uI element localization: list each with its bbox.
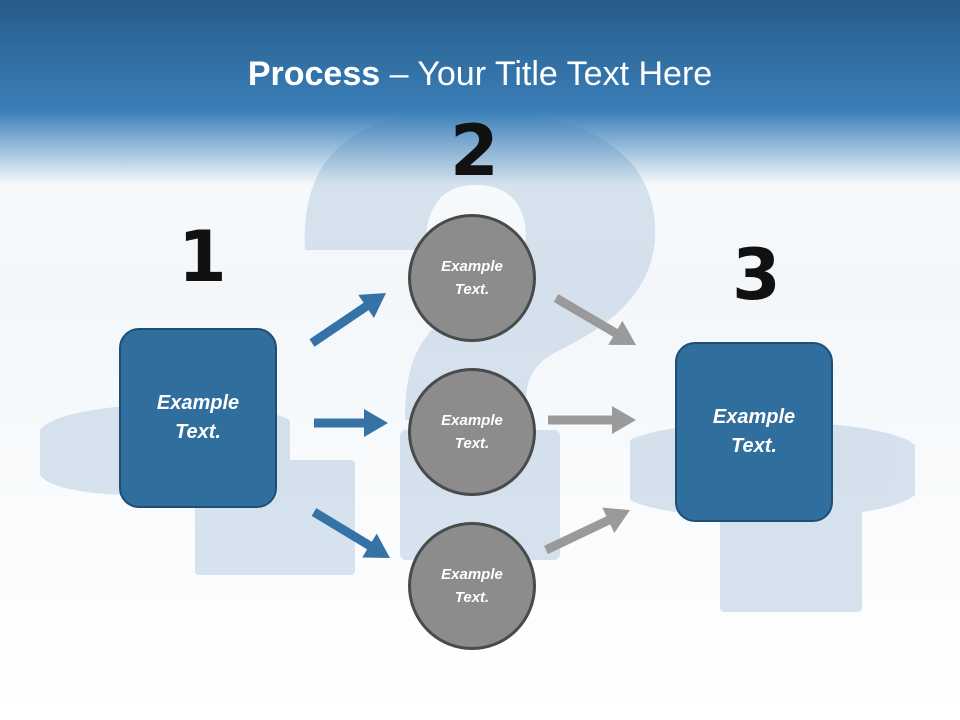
step-2-circle-middle: Example Text.: [408, 368, 536, 496]
step-2-circle-bottom: Example Text.: [408, 522, 536, 650]
step-2-circle-top: Example Text.: [408, 214, 536, 342]
step-number-1: 1: [178, 216, 227, 298]
title-rest: – Your Title Text Here: [380, 55, 713, 93]
page-title: Process – Your Title Text Here: [0, 52, 960, 96]
title-bold: Process: [247, 55, 381, 93]
title-banner: [0, 0, 960, 185]
step-number-2: 2: [450, 110, 499, 192]
step-1-box: Example Text.: [119, 328, 277, 508]
step-number-3: 3: [732, 234, 781, 316]
step-3-box: Example Text.: [675, 342, 833, 522]
